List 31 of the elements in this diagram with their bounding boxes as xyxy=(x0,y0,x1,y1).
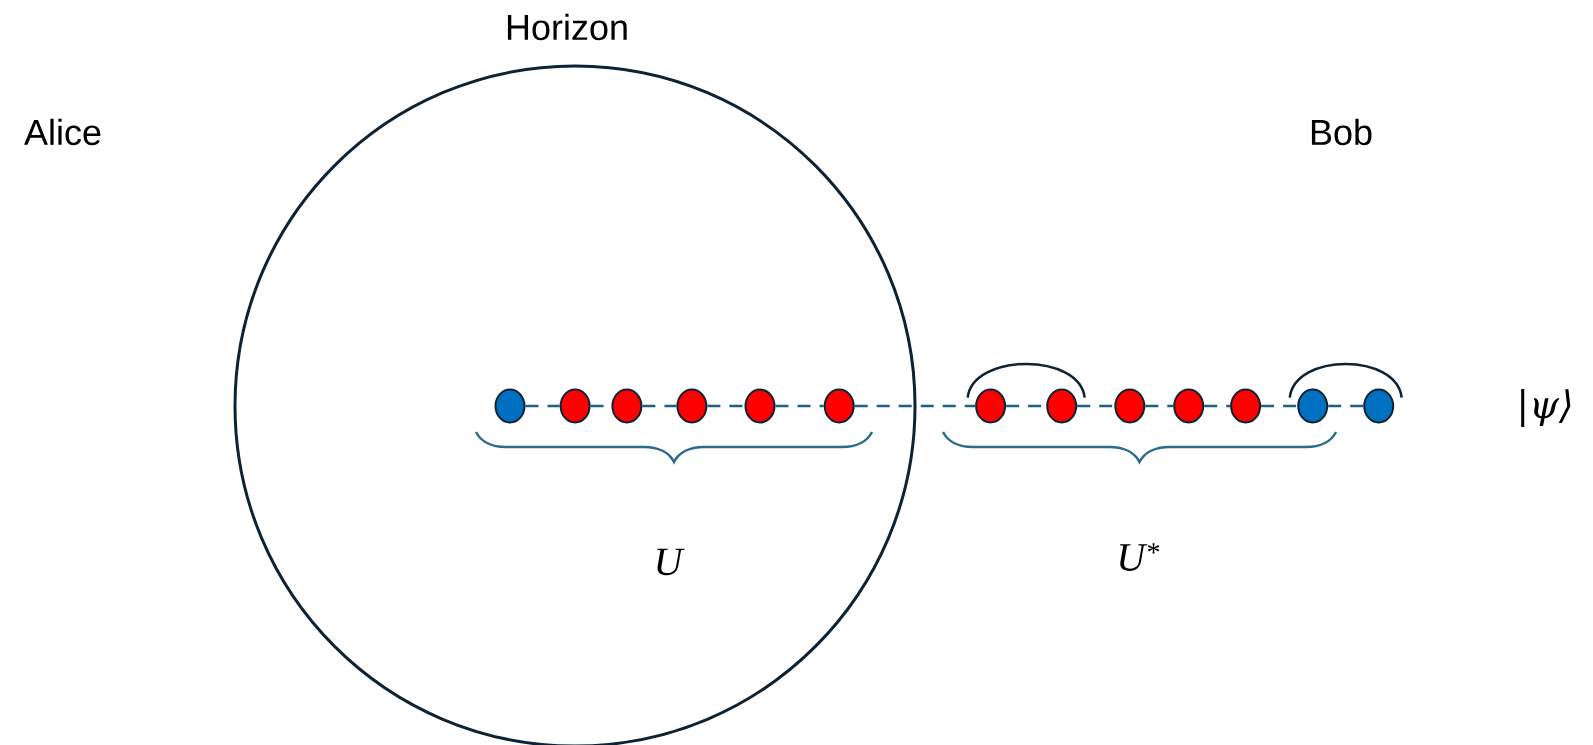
dot xyxy=(823,388,855,424)
dot xyxy=(559,388,591,424)
dot xyxy=(1046,388,1078,424)
dashed-line xyxy=(775,404,824,408)
dashed-line xyxy=(1261,404,1298,408)
dot xyxy=(744,388,776,424)
person-name: Bob xyxy=(1311,118,1372,146)
dot xyxy=(1230,388,1262,424)
dashed-line xyxy=(854,404,976,408)
dashed-line xyxy=(1204,404,1231,408)
dashed-line xyxy=(525,404,560,408)
arc xyxy=(966,362,1086,398)
dot xyxy=(676,388,708,424)
dot xyxy=(1297,388,1329,424)
dot xyxy=(1363,388,1395,424)
dashed-line xyxy=(1328,404,1364,408)
dot xyxy=(1114,388,1146,424)
heading: Horizon xyxy=(507,13,627,41)
arc xyxy=(1288,362,1403,398)
dot xyxy=(1173,388,1205,424)
operator-symbol: U$^{*}$ xyxy=(1120,543,1160,571)
operator-symbol: U xyxy=(657,548,685,576)
dot xyxy=(494,388,526,424)
dashed-line xyxy=(642,404,677,408)
person-name: Alice xyxy=(24,118,101,146)
dot xyxy=(611,388,643,424)
dashed-line xyxy=(1145,404,1174,408)
dashed-line xyxy=(707,404,745,408)
dashed-line xyxy=(1077,404,1115,408)
ket-symbol: |ψ⟩ xyxy=(1521,389,1571,427)
dot xyxy=(975,388,1007,424)
